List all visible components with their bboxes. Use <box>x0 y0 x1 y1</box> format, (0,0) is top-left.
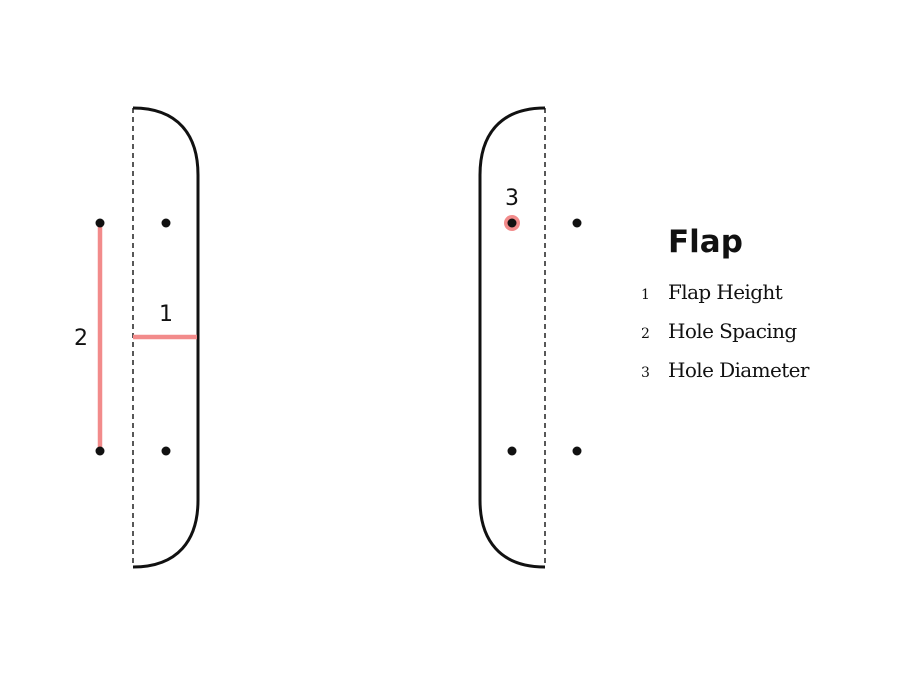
legend-item-hole-diameter: 3 Hole Diameter <box>640 358 890 397</box>
right-flap: 3 <box>478 106 582 569</box>
marker-flap-height: 1 <box>159 302 173 327</box>
marker-hole-diameter: 3 <box>505 186 519 211</box>
left-flap-hole-top-outer <box>95 218 105 228</box>
right-flap-hole-top-outer <box>572 218 582 228</box>
legend-item-label: Flap Height <box>668 280 783 304</box>
right-flap-outline <box>478 106 546 569</box>
legend-item-flap-height: 1 Flap Height <box>640 280 890 319</box>
left-flap-outline <box>132 106 200 569</box>
left-flap-hole-bottom-outer <box>95 446 105 456</box>
legend-item-number: 1 <box>641 287 650 303</box>
right-flap-hole-bottom-inner <box>507 446 517 456</box>
left-flap-hole-bottom-inner <box>161 446 171 456</box>
right-flap-hole-top-inner <box>507 218 517 228</box>
legend-item-number: 3 <box>641 365 650 381</box>
legend-item-label: Hole Diameter <box>668 358 809 382</box>
marker-hole-spacing: 2 <box>74 326 88 351</box>
legend-item-label: Hole Spacing <box>668 319 797 343</box>
legend: Flap 1 Flap Height 2 Hole Spacing 3 Hole… <box>640 222 890 397</box>
right-flap-hole-bottom-outer <box>572 446 582 456</box>
left-flap: 1 2 <box>74 106 200 569</box>
legend-title: Flap <box>668 224 743 260</box>
left-flap-hole-top-inner <box>161 218 171 228</box>
legend-item-number: 2 <box>641 326 650 342</box>
legend-item-hole-spacing: 2 Hole Spacing <box>640 319 890 358</box>
